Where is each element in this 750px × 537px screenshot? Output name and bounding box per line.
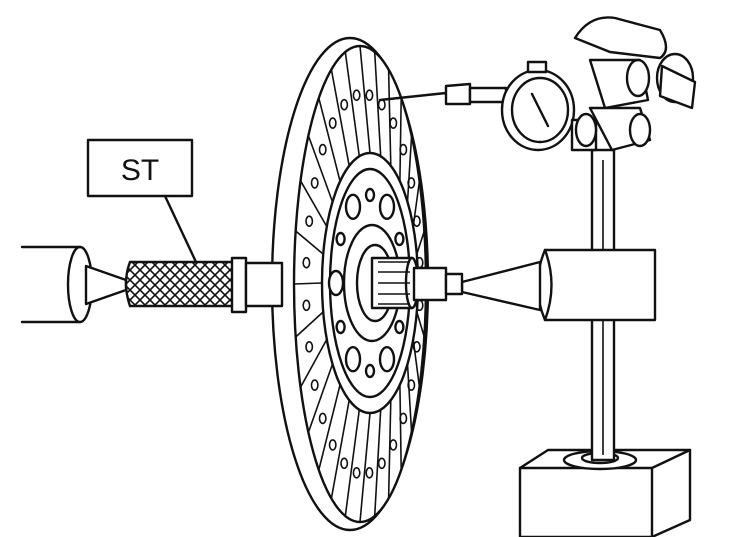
dial-indicator: [378, 16, 697, 152]
special-tool-knurled-sleeve: [124, 256, 284, 314]
st-callout-label: ST: [121, 154, 159, 187]
magnetic-stand: [518, 148, 692, 537]
right-center-shaft: [460, 248, 657, 322]
st-callout: ST: [86, 138, 198, 264]
clutch-disc: [270, 36, 430, 532]
disc-hub-spline: [370, 256, 464, 310]
dial-needle: [530, 92, 550, 128]
left-center-shaft: [20, 245, 128, 324]
